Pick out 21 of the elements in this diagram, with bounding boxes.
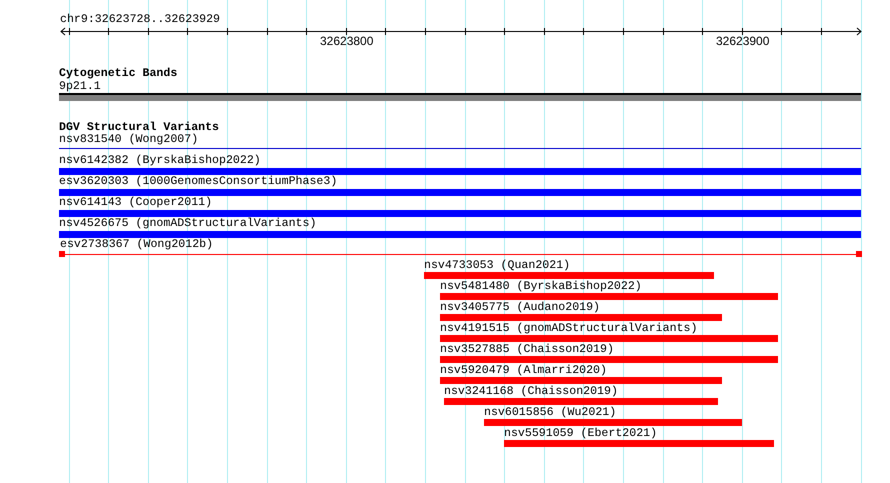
variant-label: nsv614143 (Cooper2011)	[59, 197, 212, 209]
variant-label: nsv831540 (Wong2007)	[59, 134, 198, 146]
variant-label: nsv3527885 (Chaisson2019)	[440, 344, 614, 356]
variant-label: nsv5481480 (ByrskaBishop2022)	[440, 281, 642, 293]
locus-title: chr9:32623728..32623929	[60, 14, 220, 26]
variant-label: nsv5920479 (Almarri2020)	[440, 365, 607, 377]
variant-label: nsv3241168 (Chaisson2019)	[444, 386, 618, 398]
variant-label: nsv4733053 (Quan2021)	[424, 260, 570, 272]
coordinate-label: 32623900	[716, 35, 770, 47]
variant-label: nsv3405775 (Audano2019)	[440, 302, 600, 314]
variant-label: nsv6015856 (Wu2021)	[484, 407, 616, 419]
variant-label: esv3620303 (1000GenomesConsortiumPhase3)	[59, 176, 338, 188]
variant-label: nsv5591059 (Ebert2021)	[504, 428, 658, 440]
variant-label: nsv4191515 (gnomADStructuralVariants)	[440, 323, 698, 335]
variant-label: nsv4526675 (gnomADStructuralVariants)	[59, 218, 316, 230]
track-heading: DGV Structural Variants	[59, 122, 220, 134]
variant-label: nsv6142382 (ByrskaBishop2022)	[59, 155, 261, 167]
track-heading: Cytogenetic Bands	[59, 68, 178, 80]
band-label: 9p21.1	[59, 81, 101, 93]
coordinate-label: 32623800	[320, 35, 374, 47]
variant-label: esv2738367 (Wong2012b)	[60, 239, 214, 251]
